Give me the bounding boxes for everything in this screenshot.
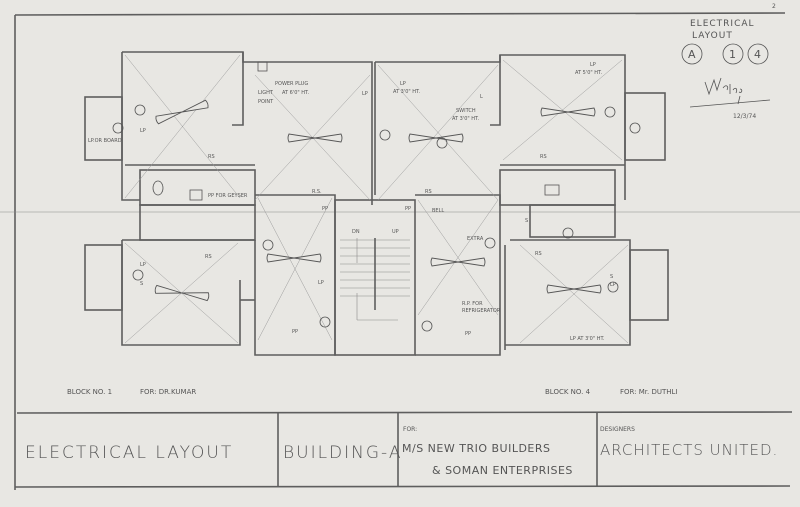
label-rs: RS <box>540 154 547 160</box>
outlets <box>112 61 641 332</box>
sheet-header: 2 ELECTRICAL LAYOUT A 1 4 12/3/74 <box>681 3 776 120</box>
label-stairs-up: UP <box>392 229 399 235</box>
label-lp: LP <box>610 282 616 288</box>
ceiling-fan-icon <box>287 133 343 143</box>
light-point-icon <box>262 239 274 251</box>
label-lp-board: LP.OR BOARD <box>88 138 122 144</box>
label-light-point: LIGHT <box>258 90 274 96</box>
floor-plan <box>84 51 669 356</box>
label-lp-height: AT 3'0" HT. <box>393 89 421 95</box>
signature <box>704 77 743 105</box>
label-lp: LP <box>362 91 368 97</box>
sheet-code-a: A <box>688 48 696 61</box>
label-s: S <box>610 274 613 280</box>
sheet-code-4: 4 <box>754 48 761 61</box>
light-point-icon <box>421 320 433 332</box>
light-point-icon <box>436 137 448 149</box>
label-rs: RS <box>205 254 212 260</box>
light-point-icon <box>607 281 619 293</box>
label-rs: RS <box>425 189 432 195</box>
label-rp-refrigerator: REFRIGERATOR <box>462 308 501 314</box>
light-point-icon <box>319 316 331 328</box>
label-s: S <box>140 281 143 287</box>
sheet-code-circle <box>681 43 703 65</box>
power-plug-icon <box>257 61 268 72</box>
staircase <box>334 199 416 356</box>
ceiling-fan-icon <box>546 284 602 294</box>
for-label: FOR: <box>403 426 417 433</box>
label-extra: EXTRA <box>467 236 484 242</box>
ceiling-fan-icon <box>540 107 596 117</box>
wc-icon <box>152 180 164 196</box>
right-block-number: BLOCK NO. 4 <box>545 388 591 396</box>
ceiling-fan-icon <box>408 133 464 143</box>
page-mark: 2 <box>772 3 776 10</box>
sheet-code-1: 1 <box>729 48 736 61</box>
light-point-icon <box>484 237 496 249</box>
label-rs: R.S. <box>312 189 322 195</box>
label-lp: LP <box>318 280 324 286</box>
label-lp: LP <box>140 262 146 268</box>
light-point-icon <box>132 269 144 281</box>
client-line1: M/S NEW TRIO BUILDERS <box>402 442 551 455</box>
left-block-owner: FOR: DR.KUMAR <box>140 388 196 396</box>
designers-name: ARCHITECTS UNITED. <box>600 441 778 459</box>
header-title-line2: LAYOUT <box>692 31 733 41</box>
light-point-icon <box>379 129 391 141</box>
label-stairs-down: DN <box>352 229 360 235</box>
washbasin-icon <box>189 189 203 201</box>
balcony <box>84 244 123 311</box>
label-switch: SWITCH <box>456 108 476 114</box>
label-lp-height: AT 5'0" HT. <box>575 70 603 76</box>
light-point-icon <box>112 122 124 134</box>
light-point-icon <box>629 122 641 134</box>
ceiling-fan-icon <box>154 284 210 302</box>
light-point-icon <box>604 106 616 118</box>
plan-labels: LP.OR BOARD LP POWER PLUG AT 6'0" HT. LI… <box>88 62 616 342</box>
balcony <box>84 96 123 161</box>
light-point-icon <box>134 104 146 116</box>
stair-treads <box>340 238 410 321</box>
label-power-plug: POWER PLUG <box>275 81 308 87</box>
ceiling-fan-icon <box>266 253 322 263</box>
label-l: L <box>480 94 483 100</box>
label-switch-height: AT 3'0" HT. <box>452 116 480 122</box>
label-bell: BELL <box>432 208 444 214</box>
header-title-line1: ELECTRICAL <box>690 19 755 29</box>
ceiling-fan-icon <box>155 99 209 125</box>
label-rp: R.P. FOR <box>462 301 483 307</box>
sheet-code-circle <box>722 43 744 65</box>
label-lp: LP <box>140 128 146 134</box>
label-rs: RS <box>535 251 542 257</box>
label-lp: LP <box>590 62 596 68</box>
ceiling-fan-icon <box>430 257 486 267</box>
sheet-border <box>0 12 800 490</box>
designers-label: DESIGNERS <box>600 426 635 433</box>
title-block: ELECTRICAL LAYOUT BUILDING-A FOR: M/S NE… <box>25 412 778 487</box>
signature-date: 12/3/74 <box>733 113 756 120</box>
client-line2: & SOMAN ENTERPRISES <box>432 464 573 477</box>
label-light-point: POINT <box>258 99 274 105</box>
sheet-code-circle <box>747 43 769 65</box>
balcony <box>629 249 669 321</box>
light-point-icon <box>562 227 574 239</box>
room-diagonals <box>124 54 629 344</box>
label-pp-geyser: PP FOR GEYSER <box>208 193 248 199</box>
building-name: BUILDING-A <box>283 443 402 463</box>
washbasin-icon <box>544 184 560 196</box>
label-lp-height: LP AT 3'0" HT. <box>570 336 605 342</box>
left-block-number: BLOCK NO. 1 <box>67 388 112 396</box>
label-pp: PP <box>322 206 328 212</box>
label-s: S <box>525 218 528 224</box>
label-rs: RS <box>208 154 215 160</box>
label-pp: PP <box>292 329 298 335</box>
right-block-owner: FOR: Mr. DUTHLI <box>620 388 678 396</box>
label-power-plug-height: AT 6'0" HT. <box>282 90 310 96</box>
label-pp: PP <box>465 331 471 337</box>
label-lp: LP <box>400 81 406 87</box>
label-pp: PP <box>405 206 411 212</box>
drawing-title: ELECTRICAL LAYOUT <box>25 443 233 463</box>
balcony <box>624 92 666 161</box>
